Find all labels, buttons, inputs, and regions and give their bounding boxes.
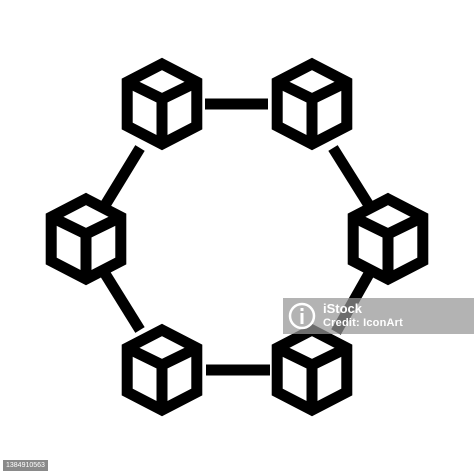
cube-icon (45, 192, 127, 286)
watermark-text: iStock Credit: IconArt (323, 302, 403, 330)
cube-icon (347, 192, 429, 286)
watermark-credit: Credit: IconArt (323, 317, 403, 329)
watermark: iStock Credit: IconArt (283, 298, 474, 334)
cube-icon (121, 57, 203, 151)
istock-logo-icon (285, 299, 319, 333)
cube-icon (121, 323, 203, 417)
link-upper-right (328, 145, 375, 210)
cube-icon (271, 57, 353, 151)
watermark-brand: iStock (323, 301, 363, 316)
image-id-label: 1384910563 (3, 460, 48, 471)
link-upper-left (99, 145, 145, 210)
cube-icon (271, 323, 353, 417)
cube-nodes (45, 57, 429, 417)
link-lower-left (99, 269, 145, 333)
